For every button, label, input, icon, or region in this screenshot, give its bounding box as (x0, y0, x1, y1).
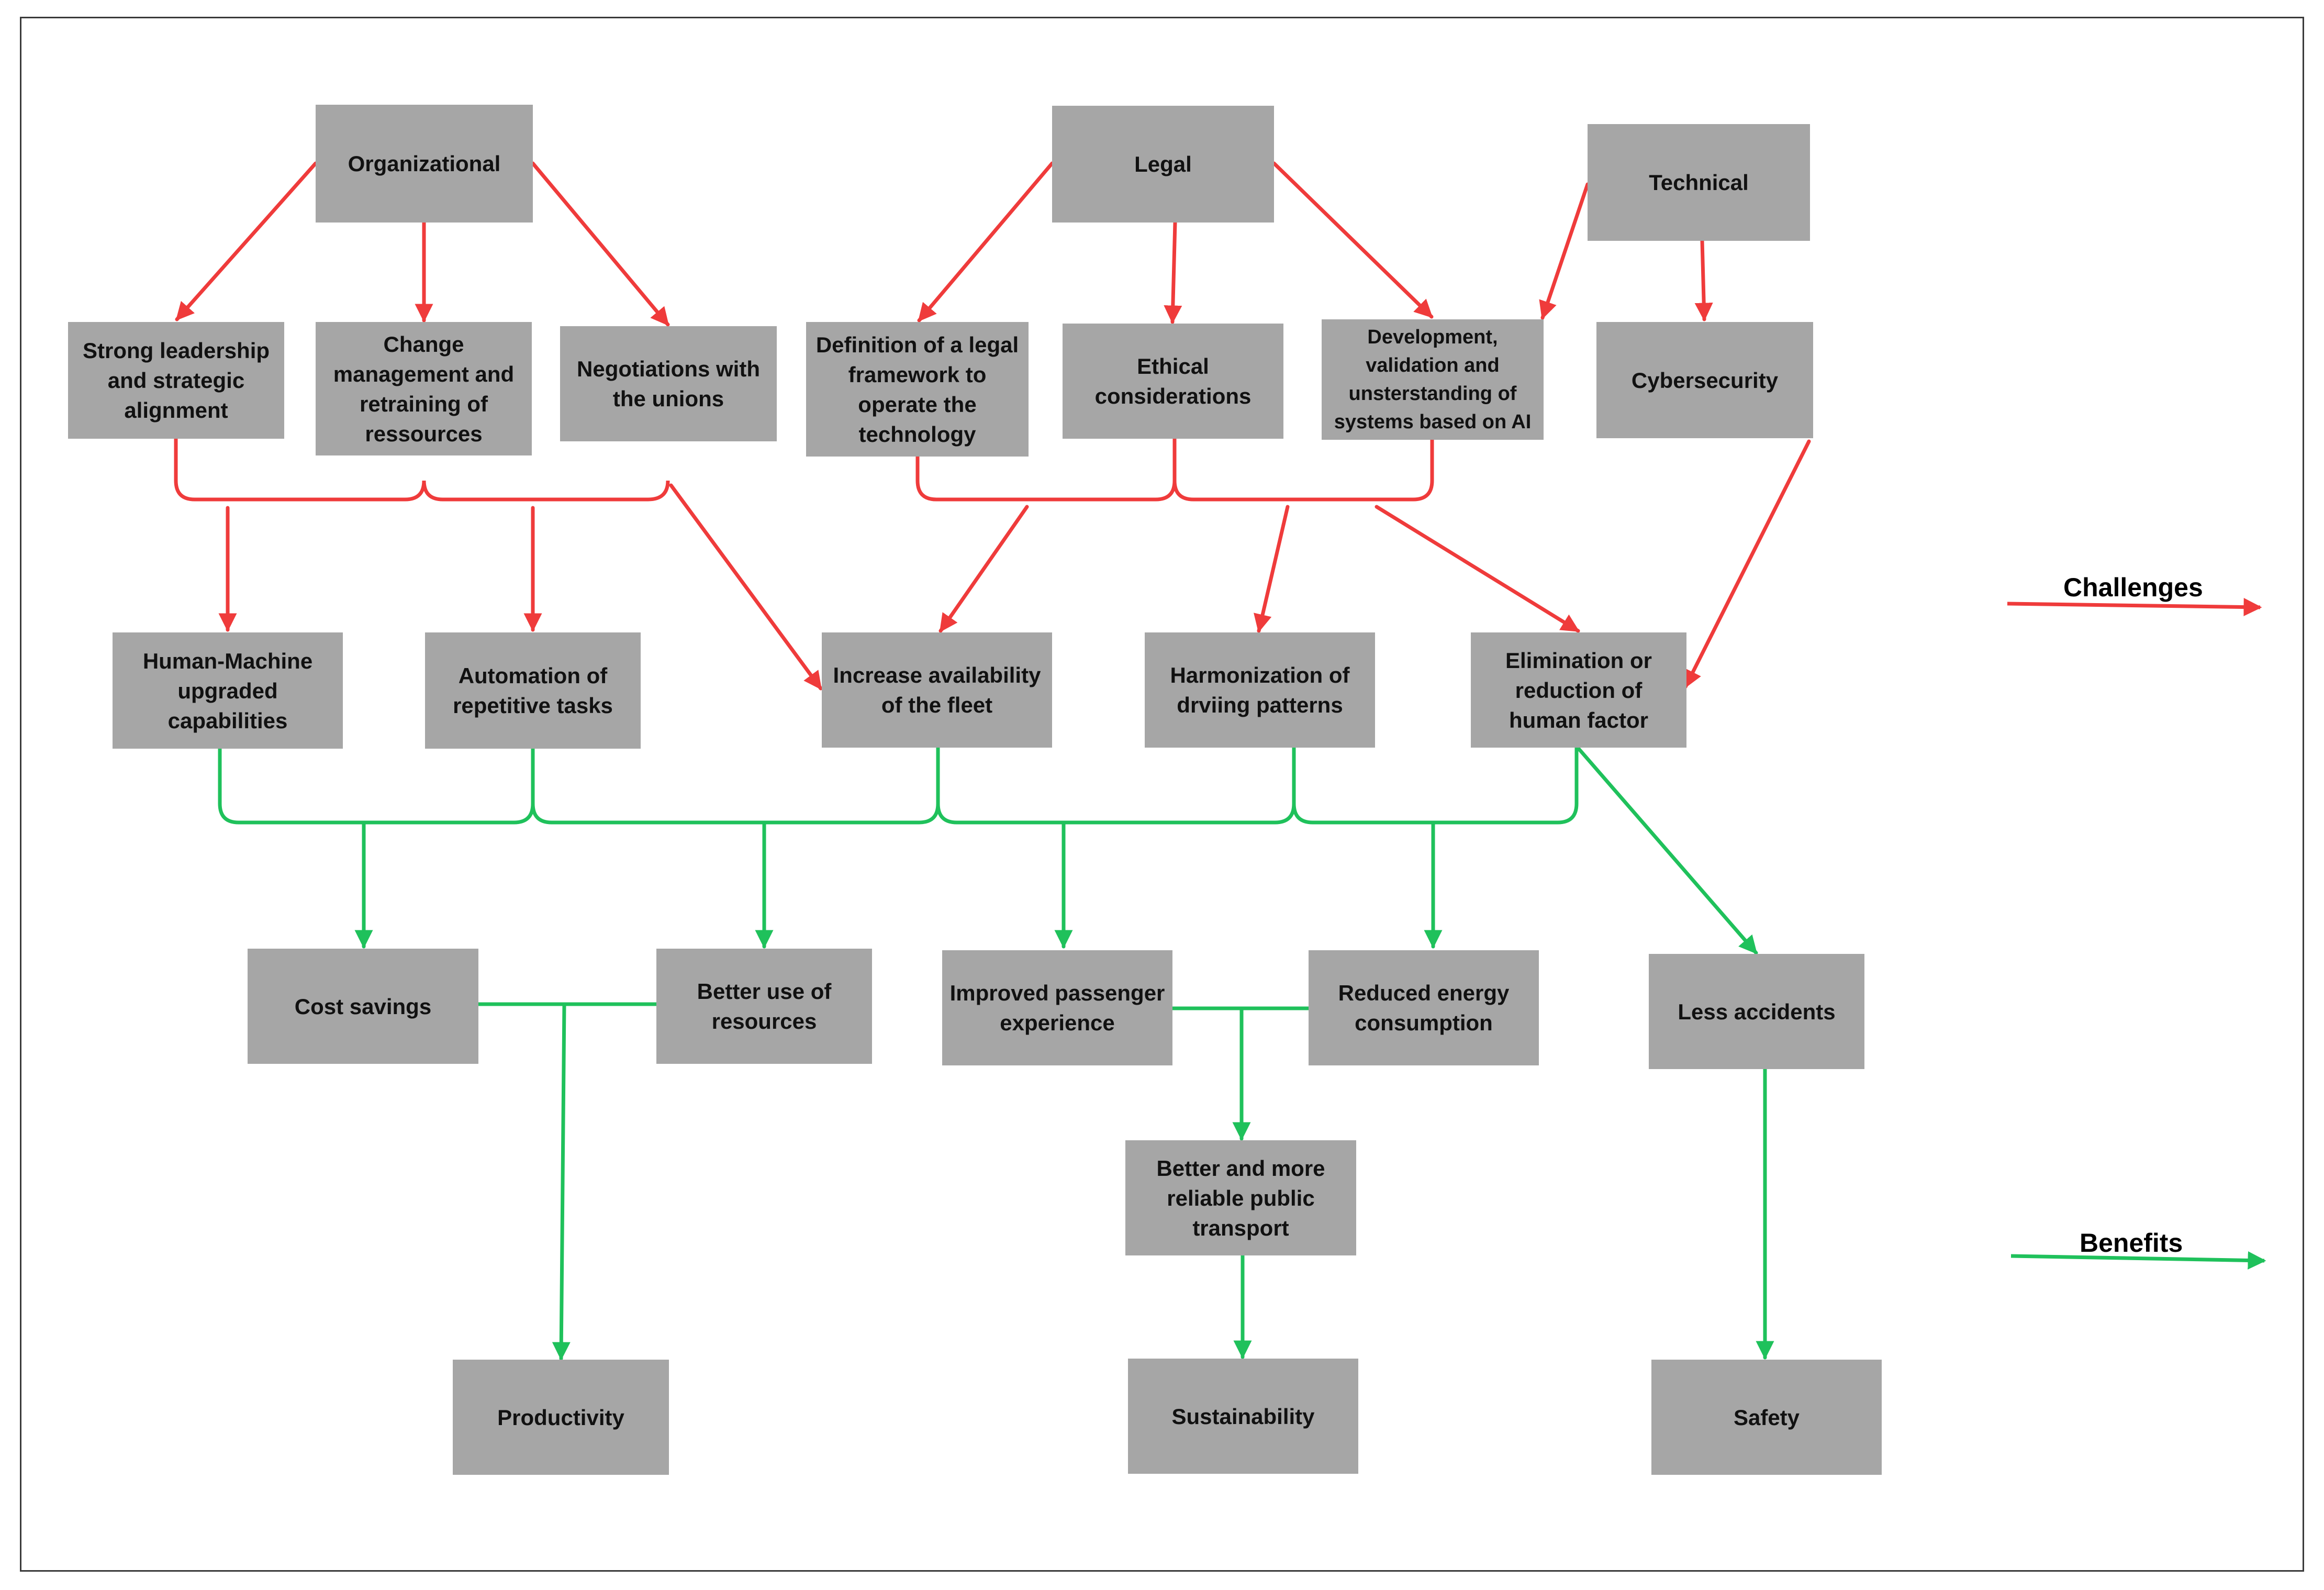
cybersecurity-label: Cybersecurity (1631, 368, 1779, 393)
ethical-box: Ethical considerations (1063, 324, 1283, 439)
public-transport-label: Better and more reliable public transpor… (1156, 1155, 1325, 1240)
bracket-legal (915, 437, 1434, 502)
legal-framework-label: Definition of a legal framework to opera… (815, 332, 1019, 447)
sustainability-box: Sustainability (1128, 1359, 1358, 1474)
legend-benefits-label: Benefits (2080, 1228, 2183, 1258)
human-machine-label: Human-Machine upgraded capabilities (142, 648, 313, 733)
legal-framework-box: Definition of a legal framework to opera… (806, 322, 1029, 457)
passenger-experience-box: Improved passenger experience (942, 950, 1172, 1065)
leadership-box: Strong leadership and strategic alignmen… (68, 322, 284, 439)
unions-box: Negotiations with the unions (560, 326, 777, 441)
ethical-label: Ethical considerations (1094, 354, 1252, 408)
arrow-unions-fleet (669, 483, 823, 691)
safety-box: Safety (1651, 1360, 1882, 1475)
arrow-legal-driving (1254, 505, 1290, 633)
passenger-experience-label: Improved passenger experience (949, 981, 1165, 1035)
arrow-cyber-human-factor (1683, 439, 1811, 689)
fleet-label: Increase availability of the fleet (833, 663, 1041, 717)
arrow-technical-cyber (1694, 239, 1713, 321)
organizational-label: Organizational (348, 151, 501, 176)
arrow-to-accidents (1577, 747, 1758, 955)
productivity-box: Productivity (453, 1360, 669, 1475)
energy-consumption-box: Reduced energy consumption (1309, 950, 1539, 1065)
arrow-organizational-leadership (175, 161, 318, 321)
change-management-box: Change management and retraining of ress… (316, 322, 532, 455)
challenge-connectors (174, 161, 1811, 691)
better-resources-box: Better use of resources (656, 949, 872, 1064)
automation-label: Automation of repetitive tasks (453, 663, 613, 718)
ai-systems-label: Development, validation and unsterstandi… (1334, 326, 1532, 433)
human-machine-box: Human-Machine upgraded capabilities (113, 632, 343, 749)
benefit-connectors (218, 741, 1774, 1361)
fleet-box: Increase availability of the fleet (822, 632, 1052, 748)
productivity-label: Productivity (497, 1405, 624, 1430)
arrow-legal-framework (917, 161, 1054, 323)
legend-challenges-arrow (2007, 598, 2262, 617)
human-factor-label: Elimination or reduction of human factor (1505, 648, 1652, 732)
arrow-legal-ai (1272, 161, 1434, 319)
arrow-to-productivity (552, 1002, 571, 1361)
better-resources-label: Better use of resources (697, 979, 832, 1033)
leadership-label: Strong leadership and strategic alignmen… (82, 338, 270, 422)
arrow-organizational-unions (531, 161, 670, 327)
driving-patterns-box: Harmonization of drviing patterns (1145, 632, 1375, 748)
cybersecurity-box: Cybersecurity (1596, 322, 1813, 438)
less-accidents-box: Less accidents (1649, 954, 1864, 1069)
change-management-label: Change management and retraining of ress… (333, 331, 515, 446)
cost-savings-label: Cost savings (294, 994, 432, 1019)
technical-label: Technical (1649, 170, 1749, 195)
human-factor-box: Elimination or reduction of human factor (1471, 632, 1686, 748)
arrow-legal-ethical (1164, 220, 1182, 324)
technical-box: Technical (1588, 124, 1810, 241)
legal-label: Legal (1134, 152, 1192, 176)
arrow-legal-human-factor (1375, 505, 1580, 633)
ai-systems-box: Development, validation and unsterstandi… (1322, 319, 1544, 440)
cost-savings-box: Cost savings (248, 949, 478, 1064)
sustainability-label: Sustainability (1171, 1404, 1315, 1429)
automation-box: Automation of repetitive tasks (425, 632, 641, 749)
bracket-outcomes (218, 741, 1579, 825)
diagram-frame (20, 17, 2304, 1572)
arrow-legal-fleet (938, 505, 1029, 633)
energy-consumption-label: Reduced energy consumption (1338, 981, 1510, 1035)
legend-benefits-arrow (2010, 1251, 2266, 1270)
legal-box: Legal (1052, 106, 1274, 223)
public-transport-box: Better and more reliable public transpor… (1125, 1140, 1356, 1255)
legend-challenges-label: Challenges (2063, 573, 2203, 602)
arrow-technical-ai (1539, 182, 1590, 320)
less-accidents-label: Less accidents (1678, 999, 1836, 1024)
organizational-box: Organizational (316, 105, 533, 223)
unions-label: Negotiations with the unions (577, 357, 760, 411)
bracket-organizational (174, 437, 670, 502)
safety-label: Safety (1733, 1405, 1800, 1430)
driving-patterns-label: Harmonization of drviing patterns (1170, 663, 1350, 717)
